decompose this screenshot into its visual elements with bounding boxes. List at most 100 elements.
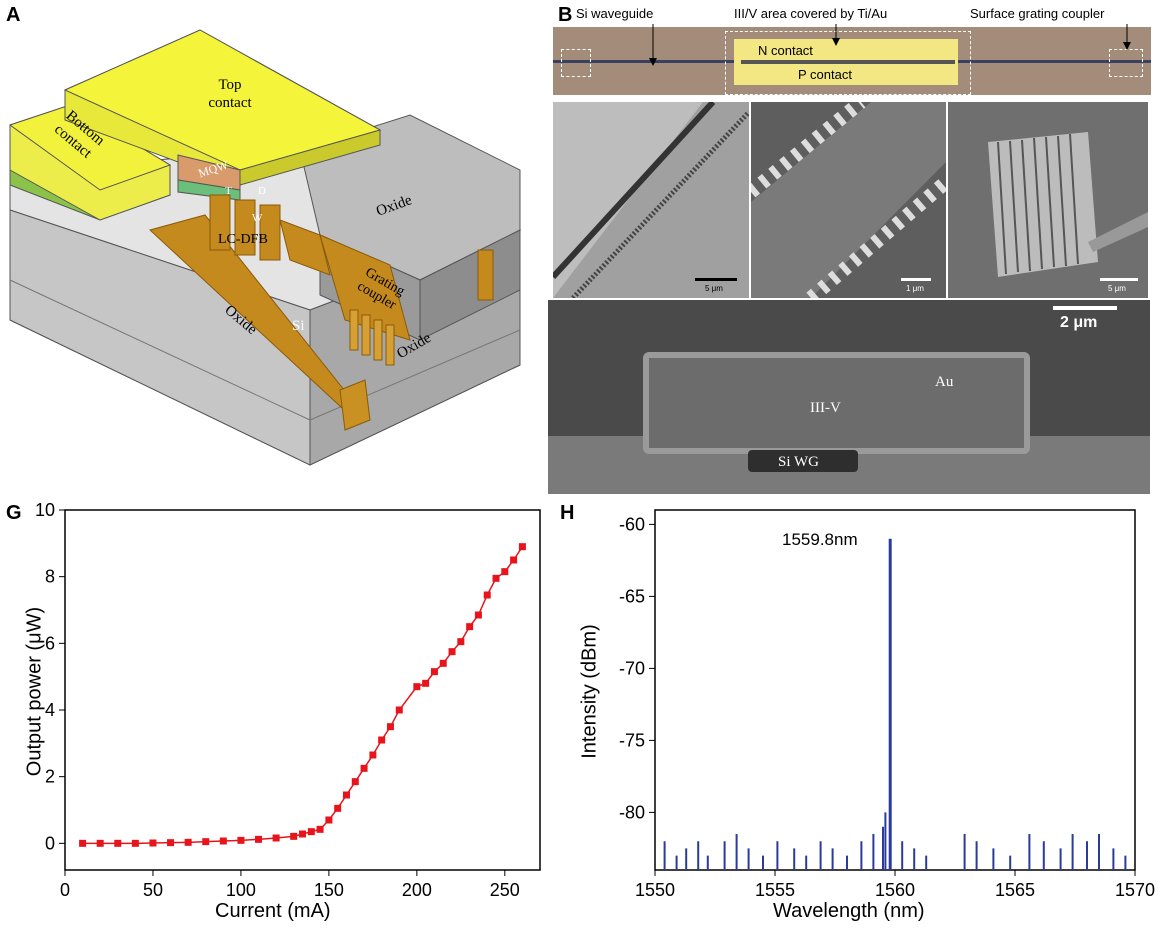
- data-point: [474, 611, 482, 619]
- y-tick-label: 2: [45, 767, 55, 787]
- data-point: [79, 839, 87, 847]
- surface-grating-label: Surface grating coupler: [970, 6, 1105, 21]
- data-point: [272, 834, 280, 842]
- data-point: [114, 839, 122, 847]
- sem-cross-section-f: 2 μm Au III-V Si WG: [548, 300, 1150, 494]
- data-point: [316, 825, 324, 833]
- y-tick-label: 8: [45, 567, 55, 587]
- data-point: [510, 556, 518, 564]
- scalebar-f: [1053, 306, 1117, 310]
- data-point: [299, 830, 306, 838]
- scalebar-e: [1100, 278, 1138, 281]
- series-line: [82, 546, 524, 845]
- data-point: [149, 839, 157, 847]
- y-tick-label: -60: [619, 514, 645, 534]
- sem-image-e: 5 μm: [948, 102, 1148, 298]
- data-point: [184, 838, 192, 846]
- panel-label-b: B: [558, 4, 573, 26]
- n-contact-label: N contact: [758, 43, 813, 58]
- x-tick-label: 200: [402, 880, 432, 900]
- data-point: [378, 736, 386, 744]
- p-contact-label: P contact: [798, 67, 852, 82]
- data-point: [413, 683, 421, 691]
- y-tick-label: 0: [45, 833, 55, 853]
- data-point: [430, 668, 438, 676]
- si-wg-label: Si WG: [778, 454, 819, 470]
- chart-g-xlabel: Current (mA): [215, 900, 331, 922]
- y-tick-label: 6: [45, 633, 55, 653]
- y-tick-label: -75: [619, 730, 645, 750]
- top-contact-label: Top contact: [208, 77, 252, 111]
- data-point: [334, 804, 342, 812]
- scalebar-e-label: 5 μm: [1108, 284, 1126, 293]
- dim-t-label: T: [225, 185, 232, 197]
- data-point: [448, 648, 456, 656]
- x-tick-label: 0: [60, 880, 70, 900]
- chart-h-annotation: 1559.8nm: [782, 530, 858, 549]
- data-point: [290, 832, 298, 840]
- panel-label-a: A: [6, 4, 21, 26]
- data-point: [457, 638, 465, 646]
- y-tick-label: 10: [35, 500, 55, 520]
- data-point: [307, 828, 315, 836]
- scalebar-d-label: 1 μm: [906, 284, 924, 293]
- iiiv-label: III-V: [810, 400, 841, 416]
- data-point: [360, 764, 368, 772]
- sem-image-c: 5 μm: [553, 102, 749, 298]
- data-point: [255, 835, 263, 843]
- x-tick-label: 100: [226, 880, 256, 900]
- si-label: Si: [292, 318, 305, 334]
- data-point: [219, 837, 227, 845]
- si-waveguide-label: Si waveguide: [576, 6, 654, 21]
- sem-image-d: 1 μm: [751, 102, 946, 298]
- x-tick-label: 1565: [995, 880, 1035, 900]
- data-point: [167, 839, 175, 847]
- pointer-arrows: [649, 24, 1131, 66]
- scalebar-d: [901, 278, 931, 281]
- data-point: [483, 591, 491, 599]
- scalebar-c: [695, 278, 737, 281]
- x-tick-label: 1560: [875, 880, 915, 900]
- x-tick-label: 150: [314, 880, 344, 900]
- x-tick-label: 1550: [635, 880, 675, 900]
- x-tick-label: 1555: [755, 880, 795, 900]
- data-point: [466, 623, 474, 631]
- x-tick-label: 250: [490, 880, 520, 900]
- iiiv-area-label: III/V area covered by Ti/Au: [734, 6, 888, 21]
- data-point: [131, 839, 139, 847]
- scalebar-c-label: 5 μm: [705, 284, 723, 293]
- data-point: [369, 751, 377, 759]
- data-point: [395, 706, 403, 714]
- panel-label-h: H: [560, 502, 575, 524]
- chart-h-xlabel: Wavelength (nm): [773, 900, 925, 922]
- y-tick-label: -80: [619, 802, 645, 822]
- data-point: [325, 816, 333, 824]
- data-point: [518, 543, 526, 551]
- data-point: [492, 574, 500, 582]
- data-point: [202, 838, 210, 846]
- device-schematic: [8, 29, 522, 466]
- plot-frame: [654, 509, 1136, 871]
- chart-g-ylabel: Output power (μW): [23, 606, 46, 777]
- au-label: Au: [935, 374, 954, 390]
- scalebar-f-label: 2 μm: [1060, 314, 1098, 331]
- data-point: [237, 836, 245, 844]
- data-point: [422, 679, 430, 687]
- lc-dfb-label: LC-DFB: [218, 232, 268, 247]
- dim-d-label: D: [258, 185, 266, 197]
- data-point: [342, 791, 350, 799]
- dim-w-label: W: [252, 212, 263, 224]
- chart-h-spectrum: 1550 1555 1560 1565 1570 -60 -65 -70 -75 -80: [619, 509, 1155, 900]
- y-tick-label: -65: [619, 586, 645, 606]
- y-tick-label: -70: [619, 658, 645, 678]
- data-point: [501, 568, 509, 576]
- chart-h-ylabel: Intensity (dBm): [578, 624, 601, 759]
- panel-label-g: G: [6, 502, 22, 524]
- x-tick-label: 1570: [1115, 880, 1155, 900]
- data-point: [386, 723, 394, 731]
- plot-frame: [64, 509, 541, 871]
- noise-floor: [663, 826, 1127, 870]
- y-tick-label: 4: [45, 700, 55, 720]
- data-point: [351, 778, 359, 786]
